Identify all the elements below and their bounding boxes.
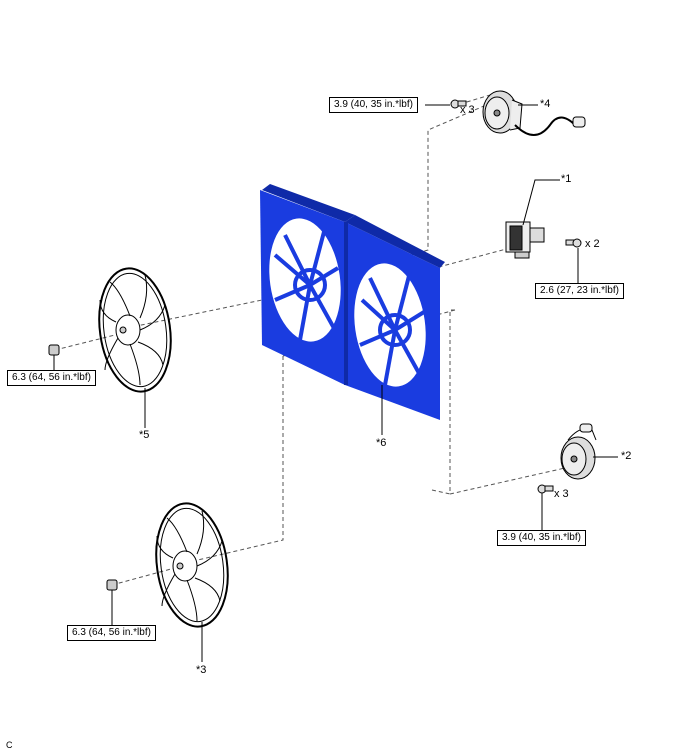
fan-motor-upper-illustration: [482, 90, 586, 136]
fan-motor-lower-illustration: [560, 423, 597, 480]
quantity-controller: x 2: [585, 238, 600, 250]
torque-spec-fan-left: 6.3 (64, 56 in.*lbf): [7, 370, 96, 386]
quantity-motor-upper: x 3: [460, 104, 475, 116]
torque-spec-motor-lower: 3.9 (40, 35 in.*lbf): [497, 530, 586, 546]
nut-lower-icon: [106, 579, 118, 591]
bolt-upper-icon: [450, 99, 467, 109]
part-label-1: *1: [561, 173, 572, 185]
torque-spec-motor-upper: 3.9 (40, 35 in.*lbf): [329, 97, 418, 113]
fan-controller-illustration: [505, 221, 545, 259]
figure-code: C: [6, 740, 13, 750]
nut-left-icon: [48, 344, 60, 356]
part-label-3: *3: [196, 664, 207, 676]
leader-lines: [53, 104, 618, 662]
cooling-fan-lower-illustration: [155, 502, 229, 628]
fan-shroud-illustration: [260, 184, 445, 420]
part-label-2: *2: [621, 450, 632, 462]
cooling-fan-left-illustration: [98, 267, 172, 393]
bolt-controller-icon: [565, 238, 582, 248]
torque-spec-controller: 2.6 (27, 23 in.*lbf): [535, 283, 624, 299]
part-label-5: *5: [139, 429, 150, 441]
part-label-4: *4: [540, 98, 551, 110]
bolt-lower-icon: [537, 484, 554, 494]
torque-spec-fan-lower: 6.3 (64, 56 in.*lbf): [67, 625, 156, 641]
quantity-motor-lower: x 3: [554, 488, 569, 500]
part-label-6: *6: [376, 437, 387, 449]
